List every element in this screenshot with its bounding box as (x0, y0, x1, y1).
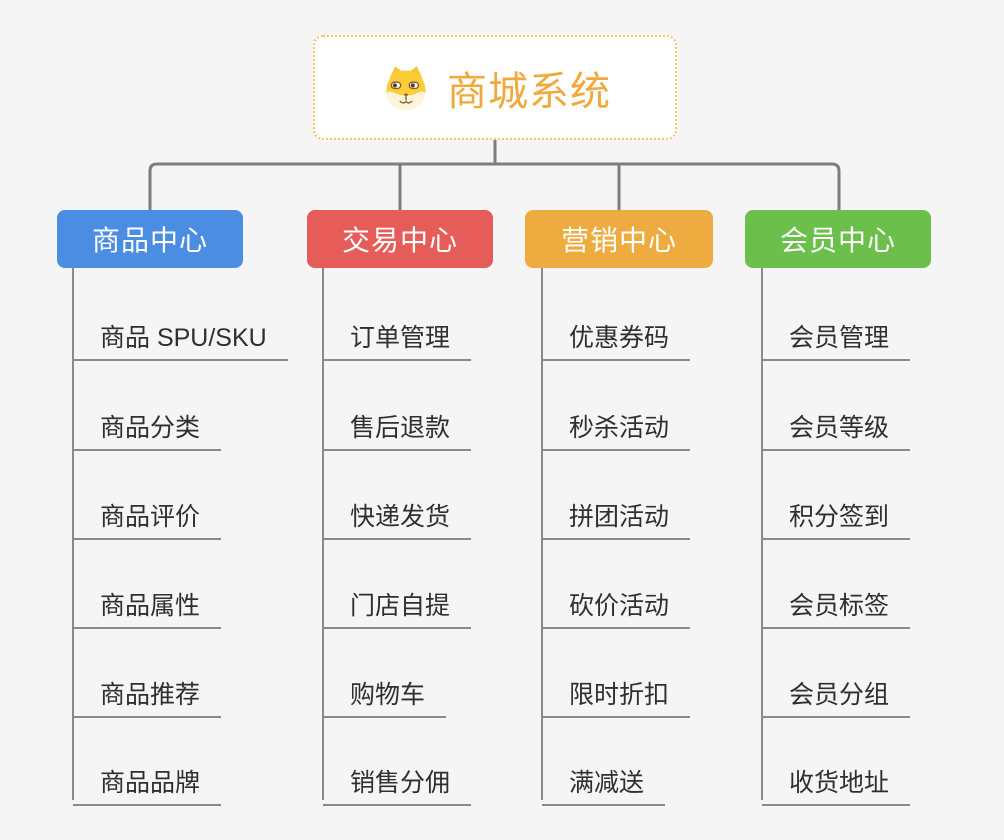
branch-connector-line (72, 268, 74, 800)
dog-icon (386, 65, 426, 110)
child-topic[interactable]: 商品 SPU/SKU (73, 310, 288, 361)
child-topic[interactable]: 积分签到 (762, 489, 911, 540)
child-topic[interactable]: 秒杀活动 (542, 400, 691, 451)
branch-node-marketing-center[interactable]: 营销中心 (525, 210, 713, 268)
child-topic[interactable]: 砍价活动 (542, 578, 691, 629)
child-topic[interactable]: 售后退款 (323, 400, 472, 451)
branch-connector-line (541, 268, 543, 800)
child-topic[interactable]: 优惠券码 (542, 310, 691, 361)
child-topic[interactable]: 会员分组 (762, 667, 911, 718)
child-topic[interactable]: 满减送 (542, 755, 666, 806)
branch-connector-line (761, 268, 763, 800)
child-topic[interactable]: 门店自提 (323, 578, 472, 629)
child-topic[interactable]: 会员等级 (762, 400, 911, 451)
branch-node-trade-center[interactable]: 交易中心 (307, 210, 493, 268)
child-topic[interactable]: 销售分佣 (323, 755, 472, 806)
child-topic[interactable]: 商品品牌 (73, 755, 222, 806)
child-topic[interactable]: 拼团活动 (542, 489, 691, 540)
child-topic[interactable]: 收货地址 (762, 755, 911, 806)
branch-node-product-center[interactable]: 商品中心 (57, 210, 243, 268)
child-topic[interactable]: 购物车 (323, 667, 447, 718)
child-topic[interactable]: 商品分类 (73, 400, 222, 451)
branch-connector-line (322, 268, 324, 800)
child-topic[interactable]: 商品评价 (73, 489, 222, 540)
root-node[interactable]: 商城系统 (313, 35, 677, 140)
child-topic[interactable]: 快递发货 (323, 489, 472, 540)
child-topic[interactable]: 订单管理 (323, 310, 472, 361)
root-title: 商城系统 (447, 69, 611, 114)
branch-node-member-center[interactable]: 会员中心 (745, 210, 931, 268)
child-topic[interactable]: 会员标签 (762, 578, 911, 629)
child-topic[interactable]: 限时折扣 (542, 667, 691, 718)
child-topic[interactable]: 商品属性 (73, 578, 222, 629)
child-topic[interactable]: 商品推荐 (73, 667, 222, 718)
child-topic[interactable]: 会员管理 (762, 310, 911, 361)
